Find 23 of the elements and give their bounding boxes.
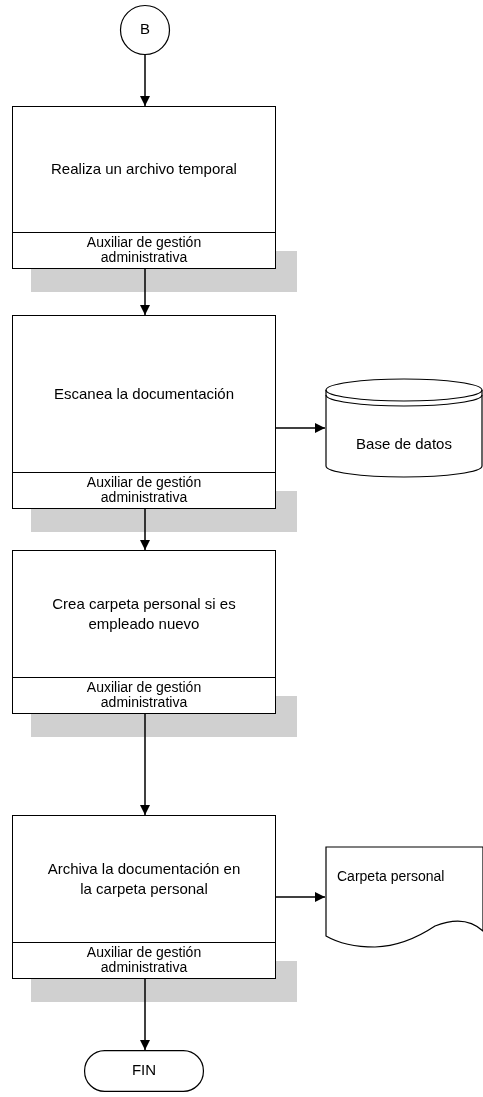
process-box [12, 550, 276, 714]
arrow [140, 713, 150, 816]
node-label: FIN [130, 1061, 158, 1078]
arrow [140, 268, 150, 316]
node-label: Base de datos [355, 435, 453, 452]
process-box [12, 315, 276, 509]
arrow [140, 978, 150, 1051]
arrow [140, 508, 150, 551]
node-label: B [139, 20, 151, 37]
role-label: Auxiliar de gestión administrativa [13, 232, 275, 268]
process-text: Escanea la documentación [52, 383, 236, 404]
process-text: Realiza un archivo temporal [50, 159, 238, 180]
process-text: Crea carpeta personal si es empleado nuevo [51, 593, 237, 634]
arrow [275, 892, 326, 902]
arrow [275, 423, 326, 433]
role-label: Auxiliar de gestión administrativa [13, 677, 275, 713]
process-box [12, 106, 276, 269]
process-text: Archiva la documentación en la carpeta personal [46, 858, 242, 899]
role-label: Auxiliar de gestión administrativa [13, 472, 275, 508]
arrow [140, 54, 150, 107]
node-label: Carpeta personal [337, 868, 446, 884]
process-box [12, 815, 276, 979]
role-label: Auxiliar de gestión administrativa [13, 942, 275, 978]
